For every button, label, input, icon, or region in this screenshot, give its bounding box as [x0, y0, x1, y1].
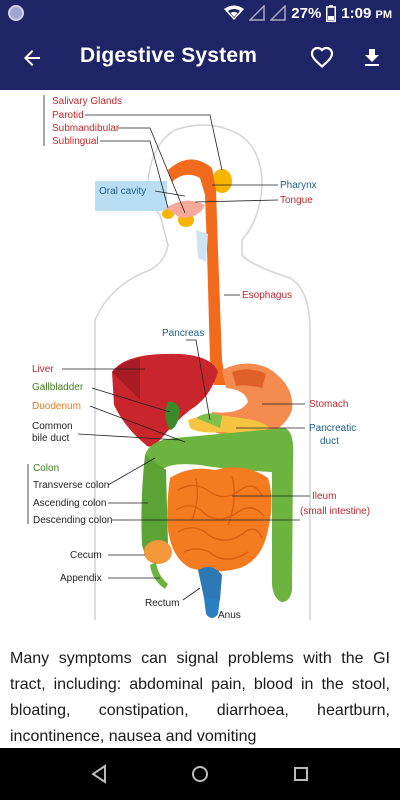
- notification-icon: [8, 5, 24, 21]
- battery-icon: [326, 4, 337, 22]
- signal-icon-2: [270, 5, 287, 21]
- label-salivary-glands: Salivary Glands: [52, 96, 122, 107]
- label-gallbladder: Gallbladder: [32, 382, 84, 393]
- page-title: Digestive System: [80, 44, 258, 67]
- clock: 1:09 PM: [341, 5, 392, 22]
- colon-shape: [145, 428, 294, 602]
- label-sublingual: Sublingual: [52, 136, 99, 147]
- appendix-shape: [150, 562, 168, 589]
- small-intestine-shape: [167, 467, 272, 572]
- status-bar: 27% 1:09 PM: [0, 0, 400, 26]
- heart-icon[interactable]: [310, 46, 334, 70]
- nav-back-icon[interactable]: [90, 764, 108, 784]
- label-ascending-colon: Ascending colon: [33, 498, 106, 509]
- label-liver: Liver: [32, 364, 54, 375]
- download-icon[interactable]: [360, 46, 384, 70]
- clock-time: 1:09: [341, 4, 372, 22]
- esophagus-shape: [168, 159, 226, 385]
- label-esophagus: Esophagus: [242, 290, 292, 301]
- back-arrow-icon[interactable]: [20, 46, 44, 70]
- label-small-intestine: (small intestine): [300, 506, 370, 517]
- clock-ampm: PM: [375, 8, 393, 21]
- label-appendix: Appendix: [60, 573, 102, 584]
- label-tongue: Tongue: [280, 195, 313, 206]
- rectum-shape: [198, 566, 222, 602]
- digestive-system-diagram: Salivary Glands Parotid Submandibular Su…: [0, 90, 400, 630]
- navigation-bar: [0, 748, 400, 800]
- gallbladder-shape: [165, 401, 180, 430]
- leader-lines: [27, 95, 310, 601]
- tongue-shape: [166, 200, 205, 218]
- label-stomach: Stomach: [309, 399, 348, 410]
- label-cecum: Cecum: [70, 550, 102, 561]
- label-duodenum: Duodenum: [32, 401, 81, 412]
- label-pancreatic-duct-1: Pancreatic: [309, 423, 356, 434]
- oral-cavity-highlight: [95, 181, 167, 211]
- status-icons: 27% 1:09 PM: [224, 4, 392, 22]
- body-outline: [94, 124, 311, 620]
- nav-recents-icon[interactable]: [292, 764, 310, 784]
- label-colon: Colon: [33, 463, 59, 474]
- anus-shape: [204, 598, 220, 618]
- diagram-labels: Salivary Glands Parotid Submandibular Su…: [32, 96, 370, 621]
- wifi-icon: [224, 5, 245, 20]
- label-submandibular: Submandibular: [52, 123, 120, 134]
- uvula-shape: [196, 230, 208, 262]
- label-oral-cavity: Oral cavity: [99, 186, 146, 197]
- label-pharynx: Pharynx: [280, 180, 317, 191]
- cecum-shape: [144, 540, 172, 564]
- article-text: Many symptoms can signal problems with t…: [10, 650, 390, 745]
- signal-icon: [249, 5, 266, 21]
- label-common-bile-duct-2: bile duct: [32, 433, 69, 444]
- label-descending-colon: Descending colon: [33, 515, 113, 526]
- nav-home-icon[interactable]: [191, 764, 209, 784]
- label-pancreas: Pancreas: [162, 328, 204, 339]
- label-ileum: Ileum: [312, 491, 336, 502]
- label-anus: Anus: [218, 610, 241, 621]
- label-common-bile-duct-1: Common: [32, 421, 73, 432]
- label-rectum: Rectum: [145, 598, 179, 609]
- label-transverse-colon: Transverse colon: [33, 480, 109, 491]
- battery-percent: 27%: [291, 4, 322, 22]
- label-parotid: Parotid: [52, 110, 84, 121]
- label-pancreatic-duct-2: duct: [320, 436, 339, 447]
- app-bar: Digestive System: [0, 26, 400, 90]
